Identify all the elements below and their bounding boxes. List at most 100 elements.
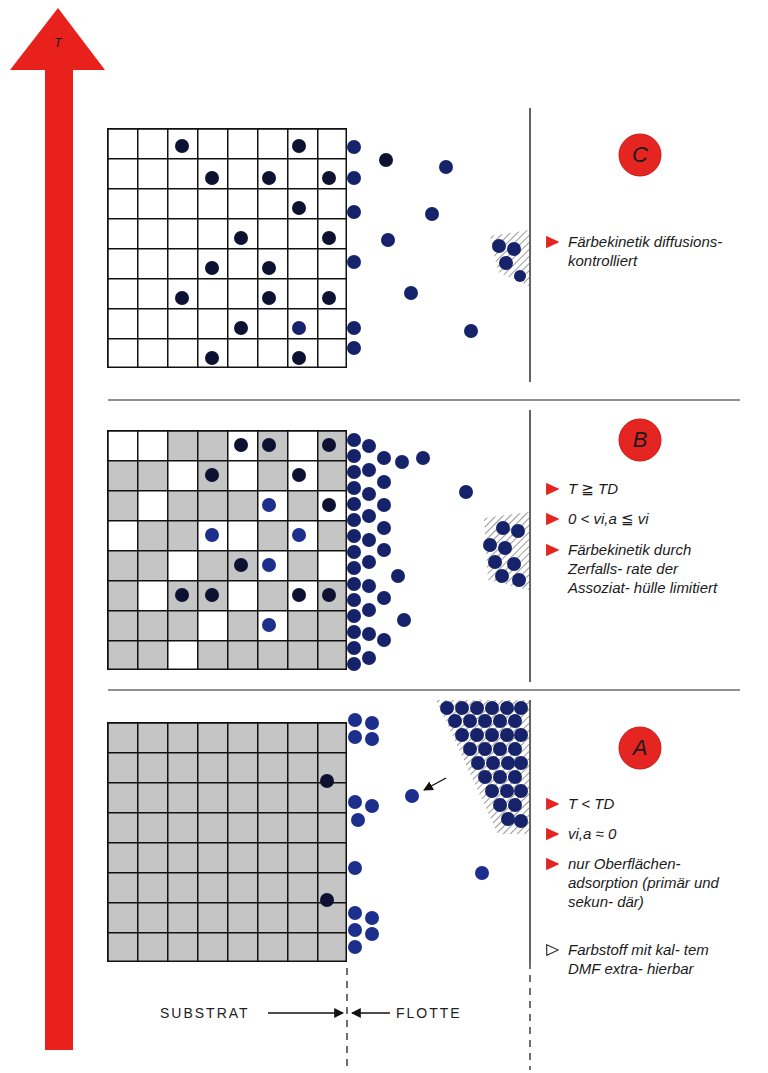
adsorbed-layer xyxy=(377,591,391,605)
adsorbed-layer xyxy=(365,911,379,925)
adsorbed-layer xyxy=(362,555,376,569)
adsorbed-layer xyxy=(348,861,362,875)
interface-arrow xyxy=(352,1012,390,1013)
dye-molecule xyxy=(322,438,336,452)
substrate-grid xyxy=(108,129,347,368)
dye-molecule xyxy=(292,588,306,602)
adsorbed-layer xyxy=(347,465,361,479)
dye-aggregate xyxy=(493,742,507,756)
bullet-triangle xyxy=(546,483,559,495)
dye-molecule xyxy=(322,291,336,305)
dye-aggregate xyxy=(478,770,492,784)
dye-aggregate xyxy=(470,701,484,715)
dye-molecule xyxy=(262,171,276,185)
dye-molecule xyxy=(347,255,361,269)
label-item: 0 < vi,a ≦ vi xyxy=(546,509,740,528)
dye-aggregate xyxy=(448,714,462,728)
dye-molecule xyxy=(507,242,521,256)
dye-molecule xyxy=(175,139,393,365)
aggregate-hatch xyxy=(436,700,529,834)
adsorbed-layer xyxy=(365,732,379,746)
stage-circle-fill xyxy=(619,727,661,769)
dye-molecule xyxy=(507,557,521,571)
dye-molecule xyxy=(292,201,306,215)
substrate-grid xyxy=(107,722,347,962)
dye-molecule xyxy=(464,324,478,338)
dye-molecule xyxy=(347,140,361,154)
adsorbed-layer xyxy=(347,593,361,607)
label-item: vi,a ≈ 0 xyxy=(546,824,740,843)
hollow-bullet-triangle xyxy=(546,944,559,956)
label-item: FLOTTE xyxy=(396,1004,462,1023)
bullet-shape xyxy=(547,829,559,840)
desorption-arrow xyxy=(424,778,446,790)
dye-molecule xyxy=(234,231,248,245)
dye-aggregate xyxy=(514,728,528,742)
adsorbed-layer xyxy=(397,613,411,627)
dye-aggregate xyxy=(470,728,484,742)
bullet-shape xyxy=(547,945,559,956)
dye-molecule xyxy=(205,261,219,275)
dye-molecule xyxy=(322,231,336,245)
adsorbed-layer xyxy=(347,561,361,575)
dye-molecule xyxy=(205,171,219,185)
dye-molecule xyxy=(292,468,306,482)
dye-molecule xyxy=(262,498,276,512)
adsorbed-layer xyxy=(347,609,361,623)
dye-aggregate xyxy=(478,742,492,756)
adsorbed-layer xyxy=(377,451,391,465)
bullet-triangle xyxy=(546,513,559,525)
adsorbed-layer xyxy=(347,481,361,495)
dye-aggregate xyxy=(486,756,500,770)
dye-molecule xyxy=(234,438,248,452)
adsorbed-layer xyxy=(347,577,361,591)
bullet-triangle xyxy=(546,798,559,810)
adsorbed-layer xyxy=(362,487,376,501)
bullet-shape xyxy=(547,859,559,870)
adsorbed-layer xyxy=(365,799,379,813)
substrate-grid xyxy=(108,431,347,670)
dye-molecule xyxy=(514,270,526,282)
label-item: Färbekinetik diffusions- kontrolliert xyxy=(546,232,740,270)
adsorbed-layer xyxy=(347,433,361,447)
dye-molecule xyxy=(416,451,430,465)
adsorbed-layer xyxy=(347,529,361,543)
dye-aggregate xyxy=(500,728,514,742)
temperature-arrow xyxy=(10,8,105,1050)
dye-aggregate xyxy=(501,756,515,770)
dye-molecule xyxy=(488,555,502,569)
adsorbed-layer xyxy=(391,569,405,583)
adsorbed-layer xyxy=(347,625,361,639)
label-item: Färbekinetik durch Zerfalls- rate der As… xyxy=(546,540,740,597)
dye-molecule xyxy=(322,498,336,512)
dye-molecule xyxy=(175,588,189,602)
dye-aggregate xyxy=(455,728,469,742)
substrate-grid xyxy=(108,723,347,962)
dye-molecule xyxy=(459,485,473,499)
aggregate-hatch xyxy=(490,230,529,286)
dye-molecule xyxy=(175,139,189,153)
adsorbed-layer xyxy=(348,906,362,920)
adsorbed-layer xyxy=(347,545,361,559)
dye-aggregate xyxy=(508,770,522,784)
stage-letter: A xyxy=(633,737,648,759)
stage-circle: B xyxy=(618,418,662,462)
adsorbed-layer xyxy=(348,713,362,727)
dye-molecule xyxy=(205,351,219,365)
dye-molecule xyxy=(511,524,525,538)
substrate-grid xyxy=(107,430,347,670)
dye-aggregate xyxy=(493,770,507,784)
dye-aggregate xyxy=(471,756,485,770)
dye-molecule xyxy=(496,521,510,535)
adsorbed-layer xyxy=(377,521,391,535)
stage-circle: C xyxy=(618,133,662,177)
adsorbed-layer xyxy=(347,433,411,671)
substrate-grid xyxy=(107,430,347,670)
bullet-shape xyxy=(547,514,559,525)
label-item: Farbstoff mit kal- tem DMF extra- hierba… xyxy=(546,940,740,978)
adsorbed-layer xyxy=(348,940,362,954)
bullet-triangle xyxy=(546,858,559,870)
dashed-boundary xyxy=(347,962,530,1070)
dye-aggregate xyxy=(493,714,507,728)
dye-molecule xyxy=(262,558,276,572)
